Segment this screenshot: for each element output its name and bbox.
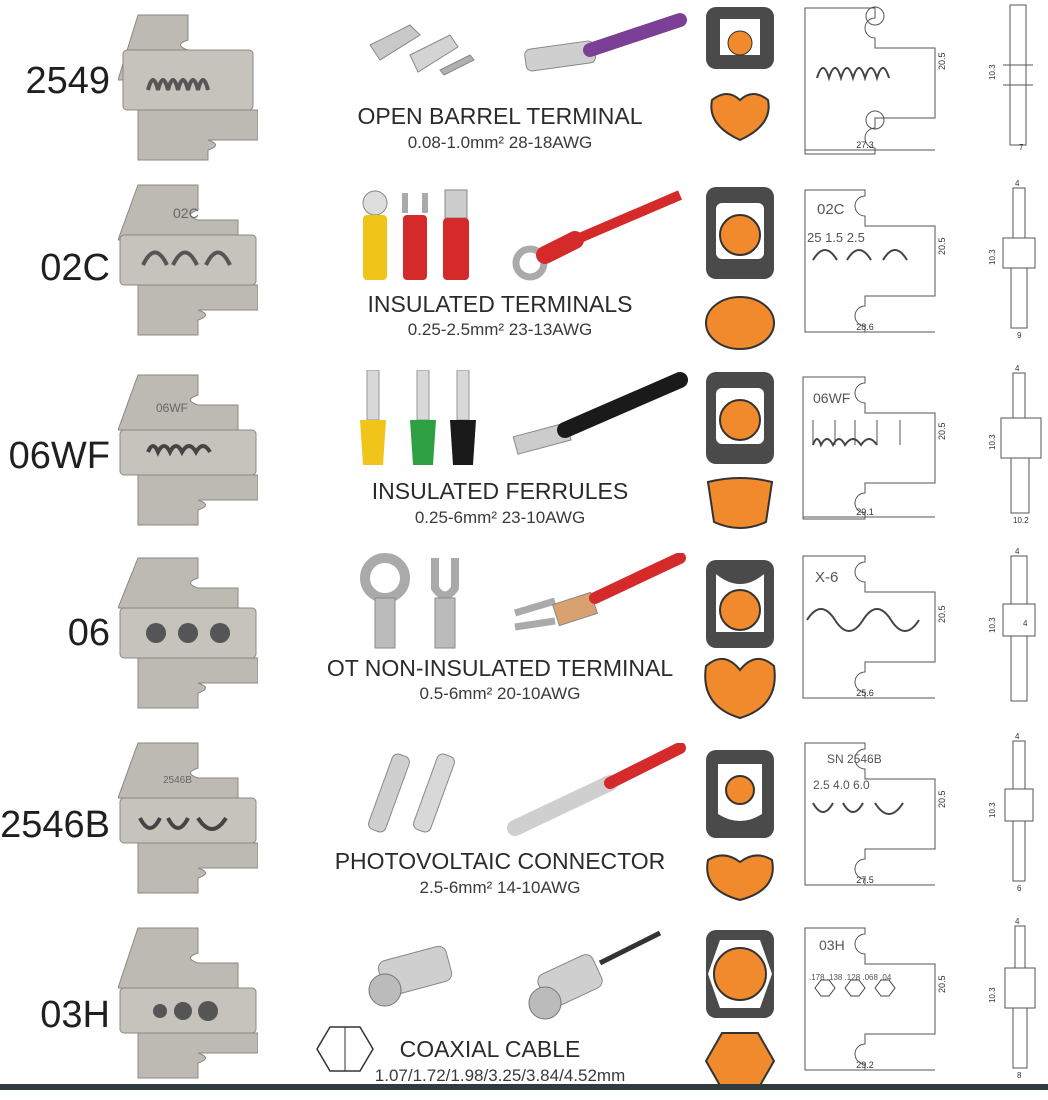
height-dimension: 20.5: [937, 975, 947, 993]
terminal-type-title: OPEN BARREL TERMINAL: [357, 103, 643, 129]
wire-size-spec: 0.08-1.0mm² 28-18AWG: [407, 133, 593, 152]
open-barrel-terminal-photo: [369, 13, 687, 76]
die-code: 2549: [25, 60, 110, 102]
terminal-type-title: OT NON-INSULATED TERMINAL: [326, 655, 674, 681]
crimp-profile-icons: [705, 187, 775, 350]
side-bottom-dimension: 7: [1019, 143, 1024, 152]
die-code: 2546B: [0, 804, 110, 846]
insulated-ferrules-photo: [360, 370, 688, 465]
die-side-view: 10.3 7: [988, 4, 1033, 152]
die-row-06: 06 OT NON-INSULATED TERMINAL 0.5-6mm² 20…: [0, 548, 1048, 730]
insulated-terminals-photo: [362, 189, 682, 281]
die-code: 02C: [40, 247, 110, 289]
side-bottom-dimension: 6: [1017, 884, 1022, 893]
svg-text:02C: 02C: [173, 205, 199, 221]
die-sizes: 25 1.5 2.5: [807, 230, 865, 245]
terminal-type-title: INSULATED TERMINALS: [367, 291, 633, 317]
terminal-type-title: INSULATED FERRULES: [371, 478, 629, 504]
die-label: 06WF: [813, 390, 850, 406]
side-height-dimension: 10.3: [988, 987, 997, 1003]
crimp-profile-icons: [706, 7, 774, 142]
die-dimension-drawing: SN 2546B 2.5 4.0 6.0 27.5 20.5: [804, 742, 947, 886]
height-dimension: 20.5: [937, 52, 947, 70]
die-side-view: 4 10.3 8: [988, 918, 1036, 1080]
side-top-dimension: 4: [1015, 918, 1020, 926]
bottom-edge-bar: [0, 1084, 1048, 1090]
die-side-view: 4 10.3 9: [988, 180, 1036, 340]
side-mid-dimension: 4: [1023, 619, 1028, 628]
side-height-dimension: 10.3: [988, 64, 997, 80]
side-top-dimension: 4: [1015, 365, 1020, 373]
crimp-die-photo: [118, 927, 258, 1079]
crimp-profile-icons: [704, 930, 776, 1090]
crimp-die-photo: 06WF: [118, 374, 258, 526]
die-label: 02C: [817, 201, 845, 218]
wire-size-spec: 0.5-6mm² 20-10AWG: [419, 684, 581, 703]
die-dimension-drawing: 06WF 29.1 20.5: [802, 376, 947, 520]
side-height-dimension: 10.3: [988, 802, 997, 818]
crimp-profile-icons: [706, 372, 774, 529]
height-dimension: 20.5: [937, 605, 947, 623]
die-row-02c: 02C 02C INSULATED TERMINALS 0.25-2.5mm² …: [0, 180, 1048, 362]
ot-non-insulated-terminal-photo: [360, 553, 686, 649]
side-bottom-dimension: 8: [1017, 1071, 1022, 1080]
crimp-profile-icons: [704, 560, 776, 720]
svg-text:06WF: 06WF: [156, 401, 188, 415]
photovoltaic-connector-photo: [368, 743, 686, 836]
die-label: SN 2546B: [827, 752, 882, 766]
die-label: 03H: [819, 937, 845, 953]
width-dimension: 29.2: [856, 1060, 874, 1070]
height-dimension: 20.5: [937, 237, 947, 255]
die-row-2546b: 2546B 2546B PHOTOVOLTAIC CONNECTOR 2.5-6…: [0, 733, 1048, 915]
die-side-view: 4 10.3 10.2: [988, 365, 1042, 525]
wire-size-spec: 0.25-6mm² 23-10AWG: [414, 508, 586, 527]
side-bottom-dimension: 10.2: [1013, 516, 1029, 525]
die-row-03h: 03H COAXIAL CABLE 1.07/1.72/1.98/3.25/3.…: [0, 918, 1048, 1100]
die-code: 03H: [40, 994, 110, 1036]
crimp-die-photo: 2546B: [118, 742, 258, 894]
die-code: 06: [67, 612, 110, 654]
width-dimension: 27.5: [856, 875, 874, 885]
die-sizes: .178 .138 .128 .068 .04: [809, 973, 892, 982]
die-dimension-drawing: 03H .178 .138 .128 .068 .04 29.2 20.5: [804, 927, 947, 1071]
wire-size-spec: 1.07/1.72/1.98/3.25/3.84/4.52mm: [374, 1066, 626, 1085]
die-side-view: 4 10.3 4: [988, 548, 1036, 702]
die-side-view: 4 10.3 6: [988, 733, 1034, 893]
die-sizes: 2.5 4.0 6.0: [813, 778, 870, 792]
width-dimension: 29.1: [856, 507, 874, 517]
die-code: 06WF: [8, 435, 110, 477]
die-dimension-drawing: 27.3 20.5: [804, 6, 947, 155]
width-dimension: 25.6: [856, 688, 874, 698]
side-top-dimension: 4: [1015, 548, 1020, 556]
height-dimension: 20.5: [937, 422, 947, 440]
hexagon-icon: [316, 1026, 374, 1072]
crimp-profile-icons: [706, 750, 774, 902]
side-top-dimension: 4: [1015, 733, 1020, 741]
die-dimension-drawing: 02C 25 1.5 2.5 28.6 20.5: [804, 189, 947, 333]
die-row-2549: 2549 OPEN BARREL TERMINAL 0.08-1.0mm² 28…: [0, 0, 1048, 182]
side-height-dimension: 10.3: [988, 249, 997, 265]
width-dimension: 27.3: [856, 140, 874, 150]
wire-size-spec: 2.5-6mm² 14-10AWG: [419, 878, 581, 897]
width-dimension: 28.6: [856, 322, 874, 332]
side-bottom-dimension: 9: [1017, 331, 1022, 340]
terminal-type-title: PHOTOVOLTAIC CONNECTOR: [334, 848, 666, 874]
wire-size-spec: 0.25-2.5mm² 23-13AWG: [407, 320, 593, 339]
side-height-dimension: 10.3: [988, 617, 997, 633]
height-dimension: 20.5: [937, 790, 947, 808]
terminal-type-title: COAXIAL CABLE: [399, 1036, 581, 1062]
side-height-dimension: 10.3: [988, 434, 997, 450]
die-dimension-drawing: X-6 25.6 20.5: [802, 555, 947, 699]
crimp-die-photo: [118, 14, 258, 161]
crimp-die-photo: 02C: [118, 184, 258, 336]
die-label: X-6: [815, 569, 838, 586]
crimp-die-photo: [118, 557, 258, 709]
die-row-06wf: 06WF 06WF INSULATED FERRULES 0.25-6mm² 2…: [0, 365, 1048, 547]
coaxial-cable-photo: [368, 930, 662, 1020]
side-top-dimension: 4: [1015, 180, 1020, 188]
svg-text:2546B: 2546B: [163, 775, 192, 786]
